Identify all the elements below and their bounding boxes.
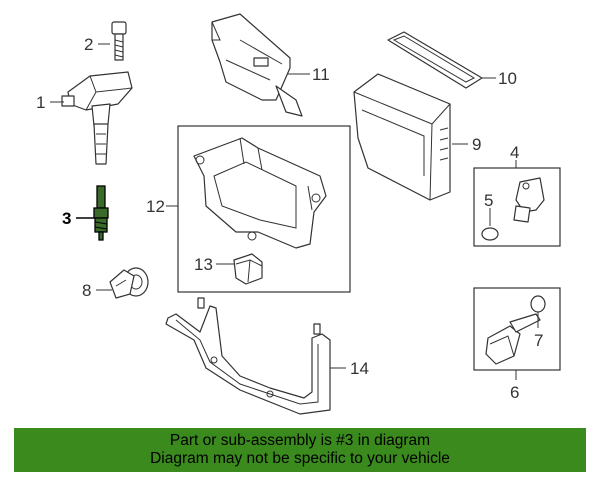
callout-9[interactable]: 9 [472, 135, 481, 154]
notice-line-2: Diagram may not be specific to your vehi… [150, 450, 450, 467]
part-14-frame[interactable] [165, 297, 331, 415]
callout-12[interactable]: 12 [146, 197, 165, 216]
part-4-sensor[interactable] [513, 177, 545, 223]
part-8-sensor[interactable] [109, 267, 149, 299]
callout-11[interactable]: 11 [312, 65, 330, 84]
callout-7[interactable]: 7 [534, 331, 543, 350]
callout-6[interactable]: 6 [510, 383, 519, 402]
callout-10[interactable]: 10 [498, 69, 517, 88]
part-13-clip[interactable] [233, 253, 263, 285]
group-box-4 [473, 167, 561, 247]
part-7-o-ring[interactable] [530, 295, 546, 313]
part-12-bracket[interactable] [193, 137, 327, 249]
notice-banner: Part or sub-assembly is #3 in diagram Di… [14, 428, 586, 472]
part-6-sensor[interactable] [485, 313, 541, 365]
callout-3[interactable]: 3 [62, 209, 71, 228]
part-1-ignition-coil[interactable] [61, 71, 133, 165]
part-5-o-ring[interactable] [481, 227, 499, 241]
callout-5[interactable]: 5 [484, 191, 493, 210]
part-9-ecu-module[interactable] [353, 73, 451, 201]
callout-1[interactable]: 1 [36, 93, 45, 112]
group-box-12 [177, 125, 351, 293]
callout-8[interactable]: 8 [82, 281, 91, 300]
part-11-cover[interactable] [211, 13, 303, 117]
callout-2[interactable]: 2 [84, 35, 93, 54]
callout-14[interactable]: 14 [350, 359, 369, 378]
callout-4[interactable]: 4 [510, 143, 519, 162]
callout-13[interactable]: 13 [194, 255, 213, 274]
group-box-6 [473, 287, 561, 371]
part-10-gasket[interactable] [387, 31, 483, 89]
part-3-spark-plug[interactable] [93, 185, 109, 241]
notice-line-1: Part or sub-assembly is #3 in diagram [169, 432, 431, 449]
part-2-bolt[interactable] [111, 21, 127, 61]
